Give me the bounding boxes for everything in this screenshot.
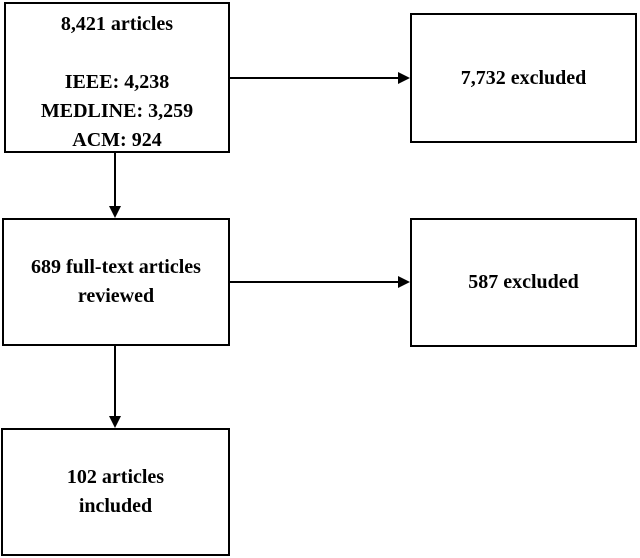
included-line2: included	[78, 495, 153, 517]
arrow-identified-to-excluded-line	[230, 77, 398, 79]
identified-acm-count: ACM: 924	[72, 129, 162, 151]
arrow-fulltext-to-included-line	[114, 346, 116, 417]
included-line1: 102 articles	[66, 466, 165, 488]
arrow-identified-to-excluded-head-icon	[398, 72, 410, 84]
identified-ieee-count: IEEE: 4,238	[64, 71, 170, 93]
excluded-initial-label: 7,732 excluded	[460, 66, 587, 89]
arrow-fulltext-to-excluded-head-icon	[398, 276, 410, 288]
box-excluded-fulltext: 587 excluded	[410, 218, 637, 347]
fulltext-line2: reviewed	[77, 285, 155, 307]
box-fulltext-reviewed: 689 full-text articles reviewed	[2, 218, 230, 346]
arrow-fulltext-to-excluded-line	[230, 281, 398, 283]
box-articles-identified: 8,421 articles IEEE: 4,238 MEDLINE: 3,25…	[4, 2, 230, 153]
box-articles-included: 102 articles included	[1, 428, 230, 556]
excluded-fulltext-label: 587 excluded	[468, 271, 579, 293]
arrow-fulltext-to-included-head-icon	[109, 416, 121, 428]
box-excluded-initial: 7,732 excluded	[410, 13, 637, 143]
identified-medline-count: MEDLINE: 3,259	[40, 100, 194, 122]
arrow-identified-to-fulltext-line	[114, 153, 116, 207]
fulltext-line1: 689 full-text articles	[31, 256, 201, 278]
identified-total: 8,421 articles	[60, 13, 174, 35]
arrow-identified-to-fulltext-head-icon	[109, 206, 121, 218]
